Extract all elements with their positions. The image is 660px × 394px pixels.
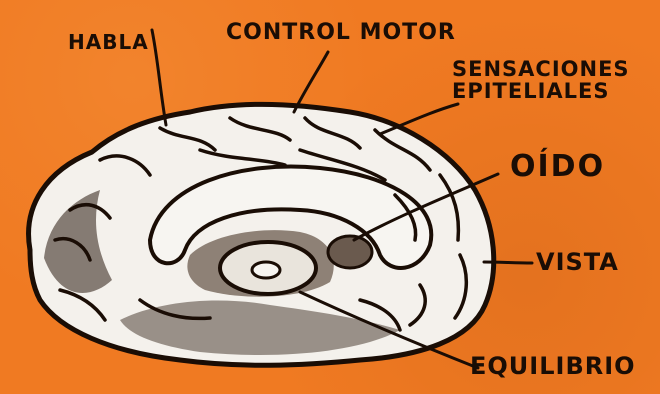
leader-control-motor <box>294 52 328 112</box>
label-habla: HABLA <box>68 32 149 52</box>
leader-habla <box>152 30 166 125</box>
leader-sensaciones <box>380 104 458 134</box>
leader-vista <box>484 262 532 263</box>
label-oido: OÍDO <box>510 152 605 182</box>
thalamus-core <box>252 262 280 278</box>
label-control-motor: CONTROL MOTOR <box>226 22 456 44</box>
label-sensaciones-line2: EPITELIALES <box>452 80 630 102</box>
label-vista: VISTA <box>536 250 619 274</box>
label-equilibrio: EQUILIBRIO <box>470 354 636 378</box>
hearing-region <box>328 236 372 268</box>
label-sensaciones-line1: SENSACIONES <box>452 58 630 80</box>
label-sensaciones-epiteliales: SENSACIONES EPITELIALES <box>452 58 630 102</box>
